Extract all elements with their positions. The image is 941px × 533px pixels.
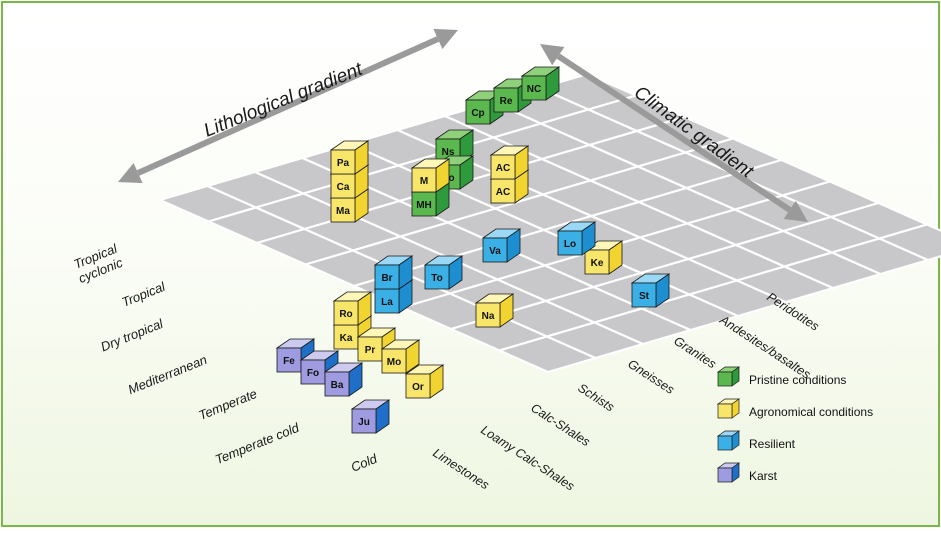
legend-label: Agronomical conditions	[749, 405, 873, 419]
cube-m: M	[412, 159, 449, 192]
cube-label: Cp	[471, 108, 484, 119]
cube-label: Re	[500, 96, 513, 107]
cube-pa: Pa	[331, 141, 368, 174]
cube-label: Va	[489, 246, 501, 257]
cube-label: Br	[381, 273, 392, 284]
cube-na: Na	[476, 294, 513, 327]
cube-label: Ca	[337, 182, 350, 193]
cube-label: NC	[527, 84, 541, 95]
cube-st: St	[632, 274, 669, 307]
cube-label: Mo	[387, 357, 401, 368]
cube-label: Ke	[591, 258, 604, 269]
cube-label: St	[639, 291, 650, 302]
cube-ac: AC	[491, 146, 528, 179]
cube-nc: NC	[522, 67, 559, 100]
cube-label: To	[431, 273, 442, 284]
cube-label: Fo	[307, 368, 319, 379]
cube-ba: Ba	[325, 363, 362, 396]
cube-ju: Ju	[352, 400, 389, 433]
cube-label: La	[381, 297, 393, 308]
cube-label: Pr	[365, 345, 376, 356]
cube-label: Ju	[358, 417, 370, 428]
cube-label: AC	[496, 187, 510, 198]
legend-label: Pristine conditions	[749, 373, 846, 387]
cube-label: MH	[416, 200, 432, 211]
cube-va: Va	[483, 229, 520, 262]
cube-or: Or	[406, 365, 443, 398]
cube-br: Br	[375, 256, 412, 289]
cube-label: Or	[412, 382, 424, 393]
cube-label: Ma	[336, 206, 350, 217]
cube-label: AC	[496, 163, 510, 174]
cube-label: Ba	[331, 380, 344, 391]
cube-lo: Lo	[558, 222, 595, 255]
cube-label: Fe	[283, 356, 295, 367]
legend-label: Karst	[749, 469, 778, 483]
cube-label: Lo	[564, 239, 576, 250]
cube-mo: Mo	[382, 340, 419, 373]
cube-label: M	[420, 176, 428, 187]
cube-label: Ka	[340, 333, 353, 344]
cube-label: Pa	[337, 158, 350, 169]
legend-label: Resilient	[749, 437, 796, 451]
cube-to: To	[425, 256, 462, 289]
cube-ro: Ro	[334, 292, 371, 325]
cube-label: Na	[482, 311, 495, 322]
cube-label: Ro	[339, 309, 352, 320]
